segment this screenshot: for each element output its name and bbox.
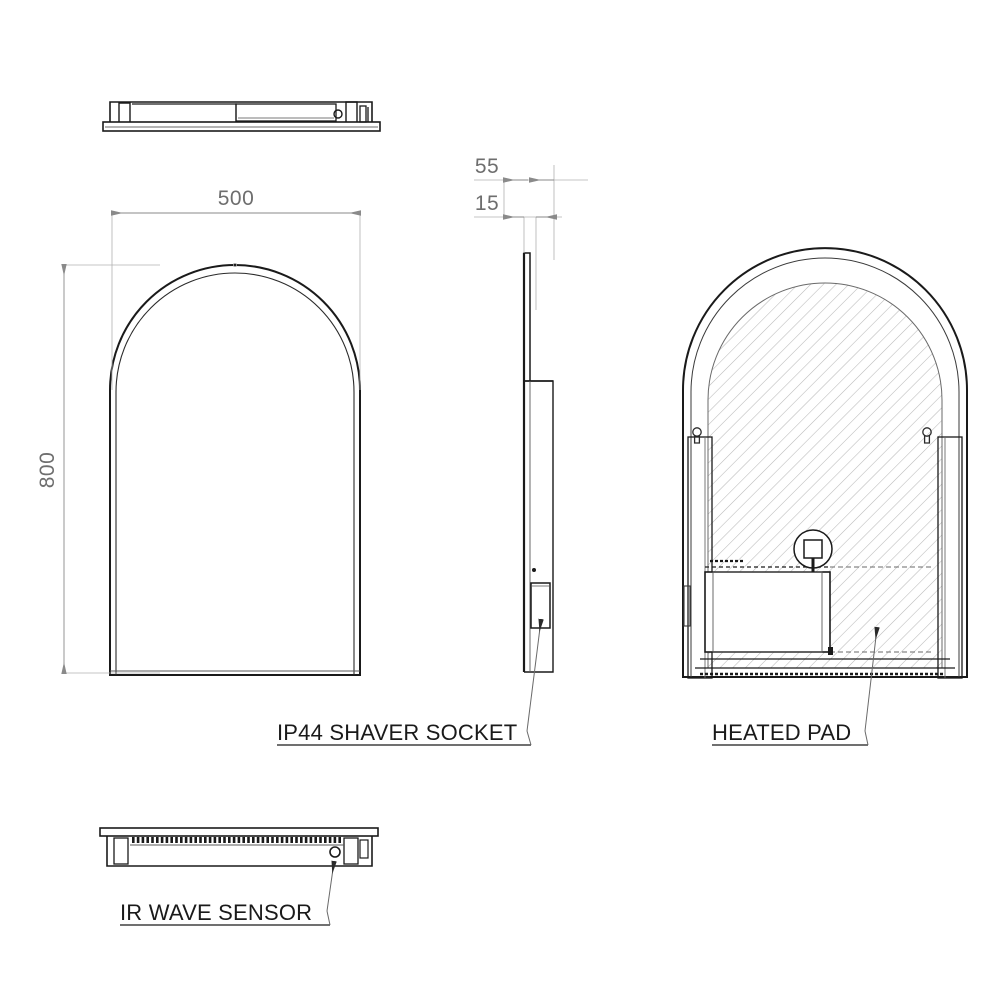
- back-view-second-arch: [690, 257, 960, 677]
- leader-line-heated-pad: [864, 626, 880, 732]
- top-view-recess-module: [235, 103, 337, 122]
- callout-label-shaver-socket: IP44 SHAVER SOCKET: [277, 720, 517, 745]
- back-view-right-rail: [937, 436, 963, 679]
- side-view: [522, 252, 554, 673]
- top-view: [102, 101, 381, 132]
- ir-wave-sensor-circle: [329, 846, 341, 858]
- heated-pad-inner-rect: [712, 571, 823, 653]
- ir-sensor-circle-top: [333, 109, 343, 119]
- leader-line-ir-sensor: [326, 860, 337, 912]
- bottom-view-top-plate: [99, 827, 379, 837]
- dimension-depth-panel-label: 15: [475, 192, 499, 215]
- keyhole-hanger-right-icon: [922, 427, 932, 444]
- leader-kink-ir-sensor: [326, 910, 331, 926]
- leader-kink-heated-pad: [864, 730, 869, 746]
- leader-kink-shaver: [526, 730, 532, 746]
- bottom-view-body: [106, 836, 373, 867]
- back-view-outer-arch: [682, 247, 968, 678]
- dimension-height-label: 800: [36, 452, 59, 489]
- top-view-recess-left: [132, 103, 237, 122]
- top-view-base-plate: [102, 121, 381, 132]
- back-view: [682, 247, 968, 679]
- bottom-view-left-tab: [113, 837, 129, 865]
- heated-pad-rect: [704, 571, 831, 653]
- top-view-right-stub: [359, 105, 367, 123]
- back-view-side-slot: [683, 585, 691, 627]
- callout-label-heated-pad: HEATED PAD: [712, 720, 851, 745]
- dimension-depth-55: 55: [474, 155, 588, 260]
- top-view-body: [109, 101, 373, 122]
- side-view-sensor-dot: [532, 568, 536, 572]
- callout-leader-ir-wave-sensor: [120, 860, 337, 926]
- bottom-view-right-stub: [359, 839, 369, 859]
- callout-leader-heated-pad: [712, 626, 880, 746]
- demister-valve-icon: [793, 529, 833, 572]
- front-view-apex-marker: [232, 262, 237, 267]
- dimension-height-800: 800: [36, 264, 160, 674]
- top-view-left-tab: [118, 102, 131, 122]
- front-view-outer-arch: [109, 264, 361, 676]
- keyhole-hanger-left-icon: [692, 427, 702, 444]
- leader-line-shaver: [526, 618, 544, 732]
- dimension-depth-15: 15: [474, 192, 562, 310]
- bottom-view: [99, 827, 379, 867]
- callout-label-ir-wave-sensor: IR WAVE SENSOR: [120, 900, 312, 925]
- callout-leader-shaver-socket: [277, 618, 544, 746]
- back-view-bottom-tick: [828, 647, 833, 655]
- top-view-right-tab: [345, 101, 358, 122]
- dimension-width-500: 500: [111, 187, 361, 390]
- dimension-depth-total-label: 55: [475, 155, 499, 178]
- dimension-width-label: 500: [218, 187, 255, 210]
- front-view-inner-arch: [115, 272, 355, 675]
- bottom-view-right-tab: [343, 837, 359, 865]
- front-view: [109, 262, 361, 676]
